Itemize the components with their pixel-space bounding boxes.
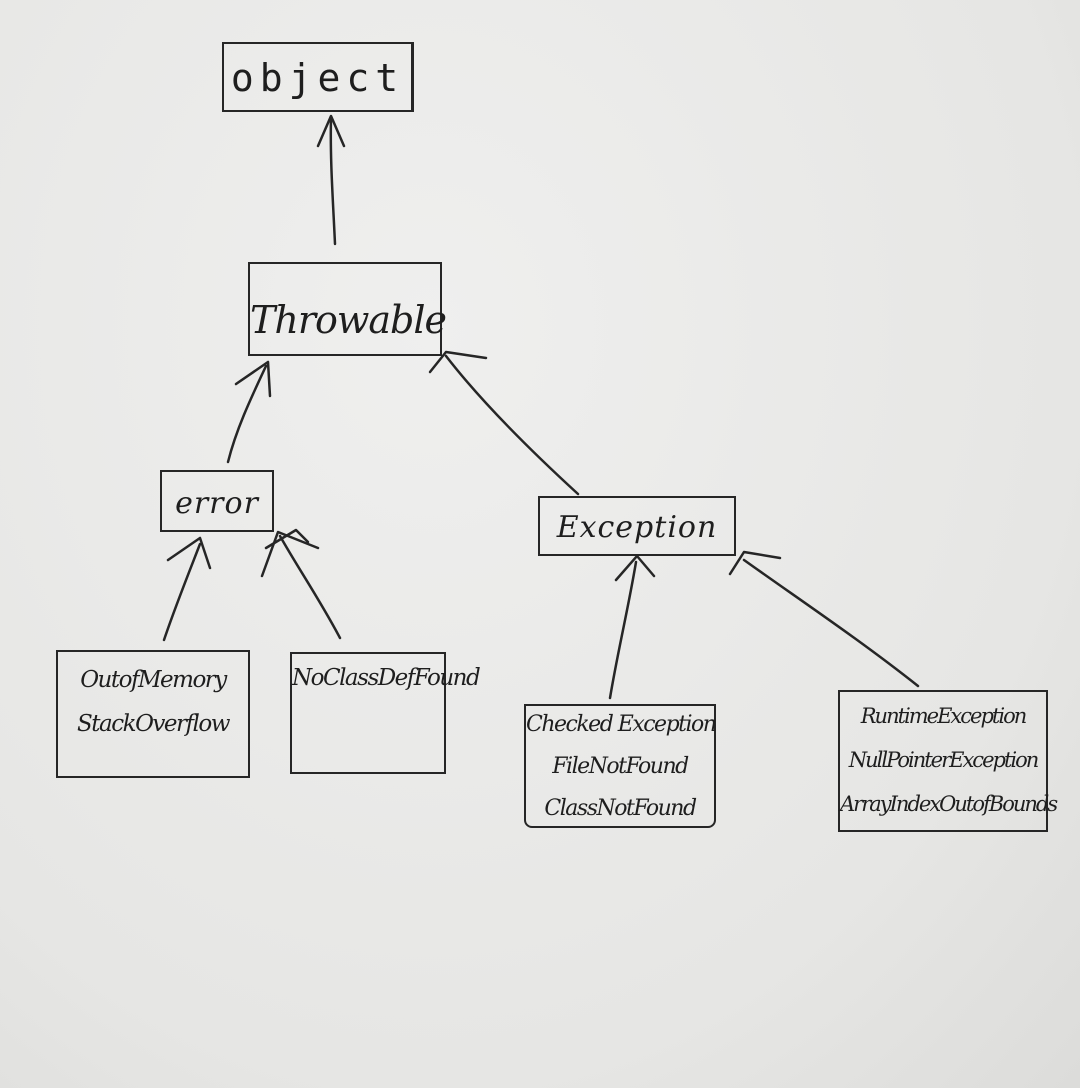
- error-node: error: [160, 470, 274, 532]
- outofmemory-label: OutofMemory: [80, 667, 227, 693]
- runtime-exception-label: RuntimeException: [860, 704, 1028, 728]
- edge-outofmemory-to-error: [162, 536, 212, 642]
- nullpointer-exception-label: NullPointerException: [848, 748, 1040, 772]
- noclassdeffound-label: NoClassDefFound: [292, 665, 481, 691]
- edge-runtime-to-exception: [728, 550, 920, 688]
- object-label: object: [230, 56, 405, 100]
- filenotfound-label: FileNotFound: [552, 754, 689, 779]
- error-label: error: [175, 486, 259, 521]
- noclassdeffound-node: NoClassDefFound: [290, 652, 481, 774]
- throwable-node: Throwable: [248, 262, 447, 356]
- checked-exception-node: Checked Exception FileNotFound ClassNotF…: [524, 704, 717, 828]
- edge-error-to-throwable: [226, 360, 272, 464]
- error-subclasses-node: OutofMemory StackOverflow: [56, 650, 250, 778]
- stackoverflow-label: StackOverflow: [77, 711, 230, 737]
- runtime-exception-node: RuntimeException NullPointerException Ar…: [838, 690, 1058, 832]
- edge-exception-to-throwable: [428, 350, 580, 496]
- exception-label: Exception: [556, 510, 718, 545]
- throwable-label: Throwable: [250, 298, 447, 342]
- classnotfound-label: ClassNotFound: [544, 796, 697, 821]
- edge-noclassdef-to-error: [260, 528, 342, 640]
- arrayindex-outofbounds-label: ArrayIndexOutofBounds: [840, 792, 1058, 816]
- checked-exception-label: Checked Exception: [526, 712, 717, 737]
- exception-node: Exception: [538, 496, 736, 556]
- edge-throwable-to-object: [316, 114, 346, 246]
- edge-checked-to-exception: [608, 554, 656, 700]
- object-node: object: [222, 42, 414, 112]
